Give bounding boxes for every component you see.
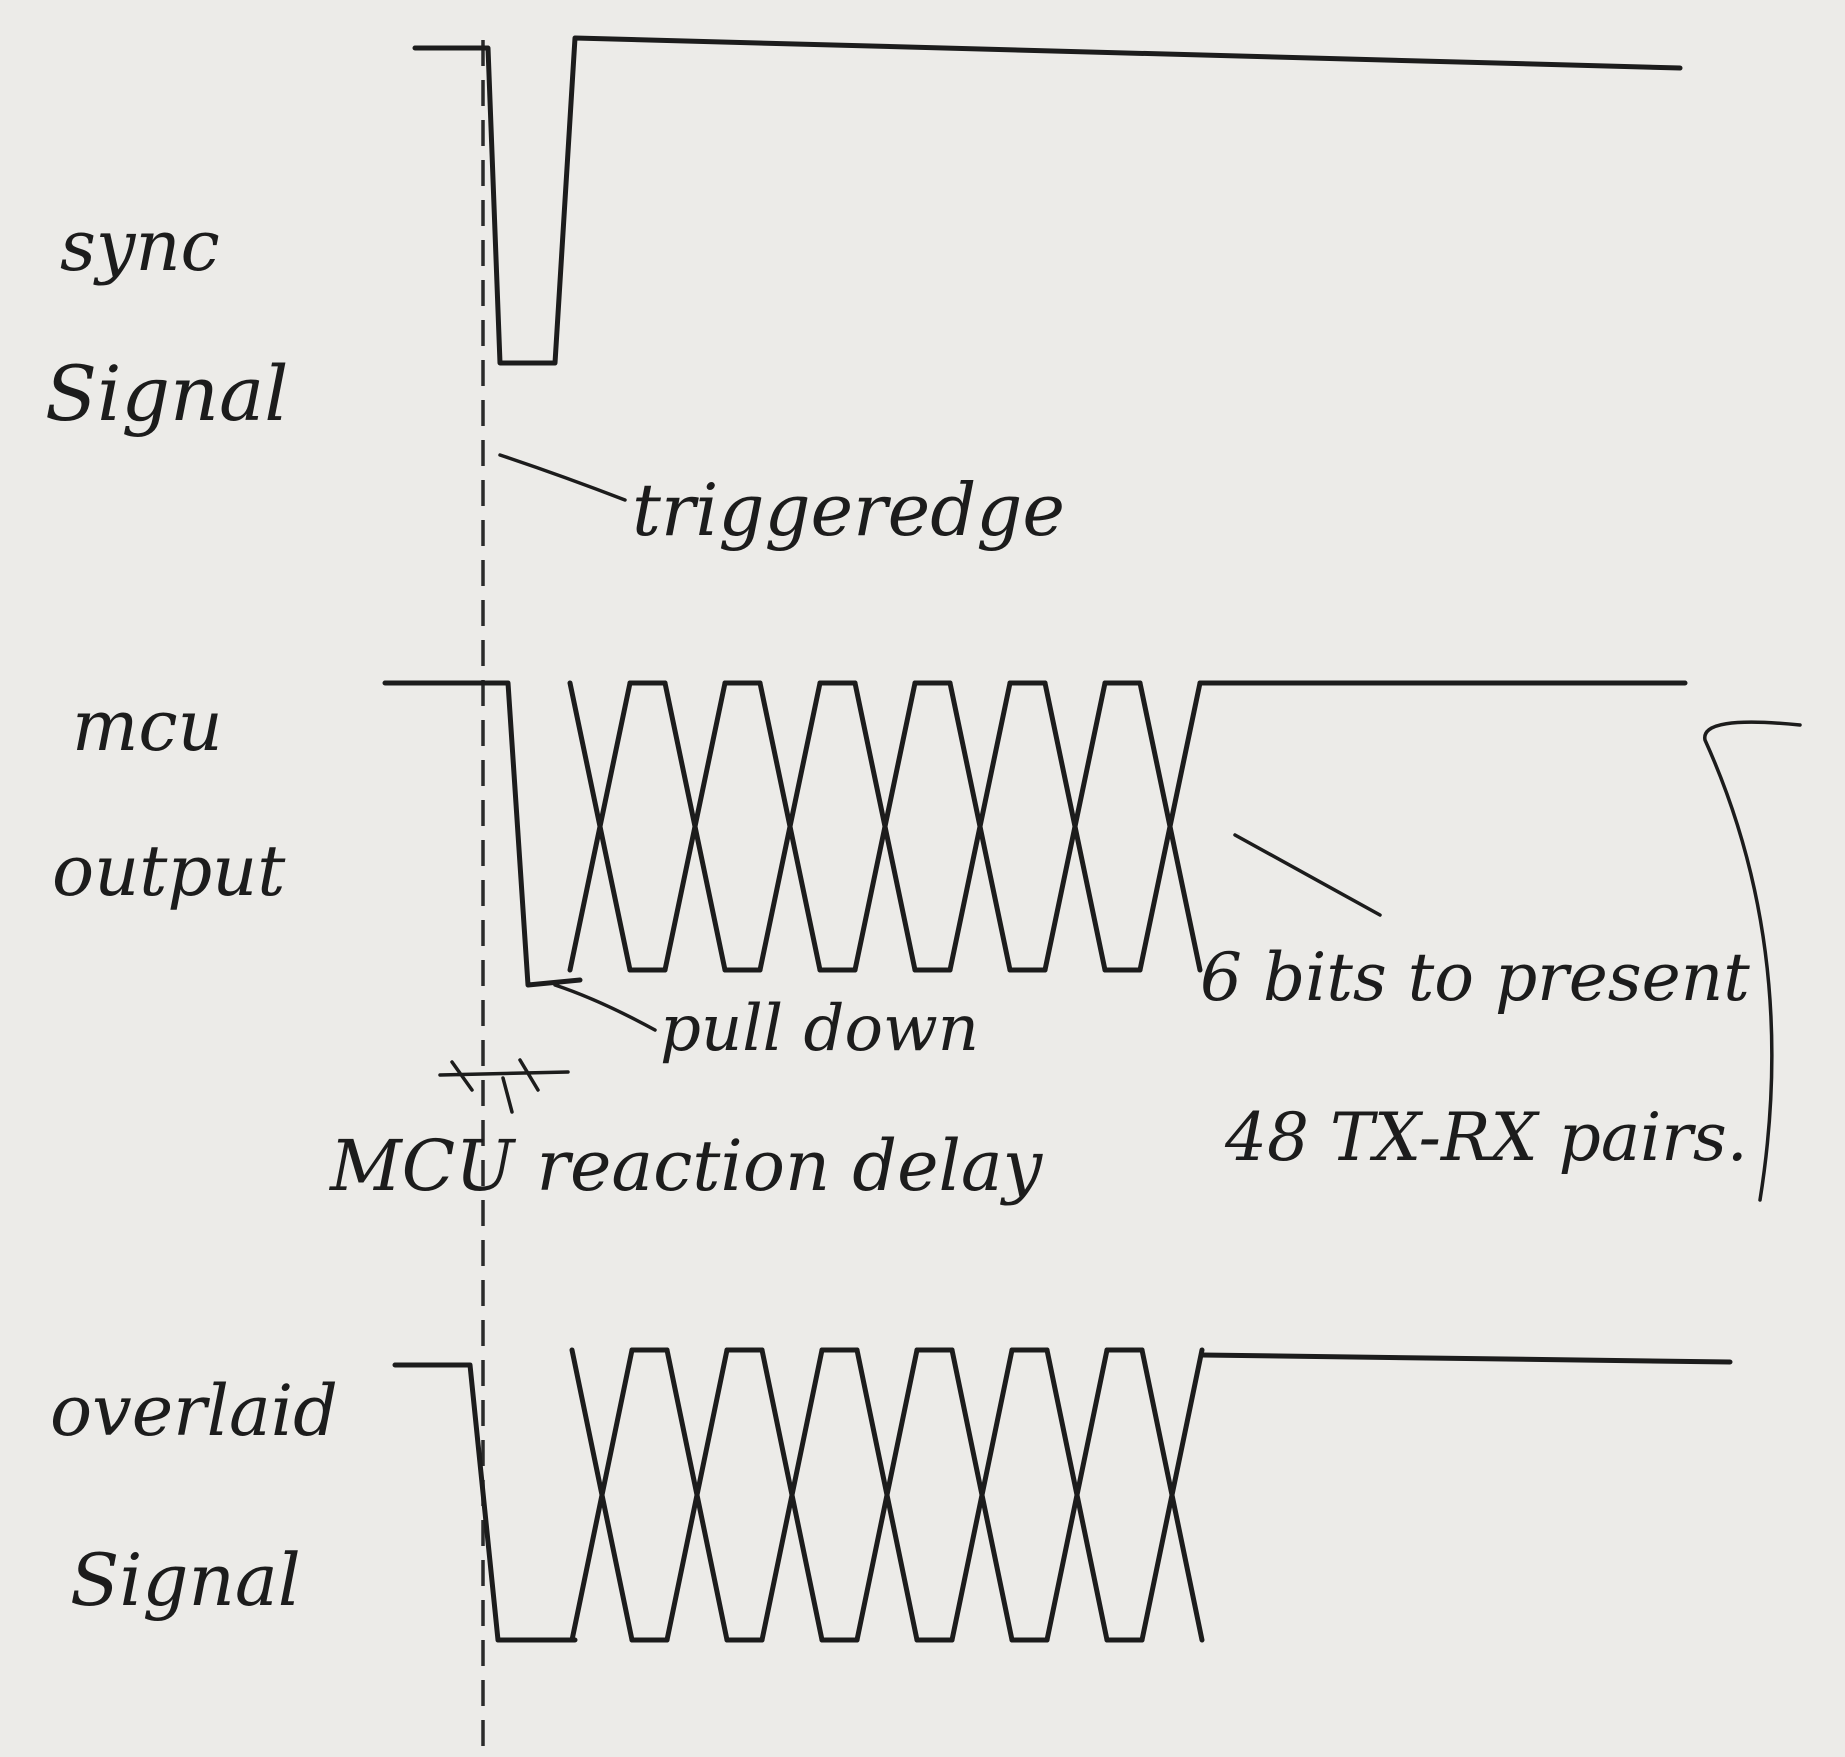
overlaid-signal-transition (854, 1347, 920, 1643)
mcu-label-line1: mcu (72, 685, 223, 767)
mcu-output-transition (947, 680, 1013, 973)
sync-signal-waveform (412, 35, 1683, 366)
mcu-pulldown-edge (382, 680, 583, 988)
mcu-output-transition (567, 680, 633, 973)
mcu-output-bit (817, 680, 858, 973)
pull-down-pointer (553, 983, 657, 1032)
overlaid-label-line2: Signal (70, 1538, 301, 1622)
sync-label-line1: sync (60, 205, 220, 287)
overlaid-signal-bit (819, 1347, 860, 1643)
overlaid-signal-bit (1009, 1347, 1050, 1643)
overlaid-signal-transition (664, 1347, 730, 1643)
overlaid-signal-transition (1139, 1347, 1205, 1643)
mcu-output-bit (912, 680, 953, 973)
reaction-delay-arrow (438, 1058, 570, 1114)
mcu-output-bit (722, 680, 763, 973)
overlaid-signal-bit (629, 1347, 670, 1643)
overlaid-pulldown-edge (392, 1362, 578, 1643)
mcu-output-transition (1042, 680, 1108, 973)
reaction-delay-label: MCU reaction delay (328, 1125, 1044, 1207)
overlaid-idle-high (1199, 1352, 1733, 1365)
bits-label-line2: 48 TX-RX pairs. (1224, 1099, 1748, 1176)
bits-pointer (1233, 833, 1382, 917)
overlaid-signal-waveform (392, 1347, 1733, 1643)
overlaid-signal-transition (1044, 1347, 1110, 1643)
mcu-output-waveform (382, 680, 1688, 988)
sync-label-line2: Signal (45, 349, 289, 438)
mcu-label-line2: output (52, 830, 286, 912)
trigger-edge-label: triggeredge (632, 468, 1065, 552)
mcu-output-transition (662, 680, 728, 973)
overlaid-signal-bit (914, 1347, 955, 1643)
pull-down-label: pull down (660, 992, 979, 1066)
overlaid-signal-bit (724, 1347, 765, 1643)
margin-curve-mark (1703, 720, 1802, 1202)
trigger-edge-pointer (498, 453, 627, 502)
mcu-output-bit (1102, 680, 1143, 973)
mcu-output-bit (627, 680, 668, 973)
overlaid-signal-transition (949, 1347, 1015, 1643)
mcu-output-transition (1137, 680, 1203, 973)
overlaid-signal-transition (759, 1347, 825, 1643)
overlaid-signal-bit (1104, 1347, 1145, 1643)
bits-label-line1: 6 bits to present (1200, 939, 1750, 1016)
overlaid-signal-transition (569, 1347, 635, 1643)
mcu-output-transition (757, 680, 823, 973)
mcu-output-transition (852, 680, 918, 973)
overlaid-label-line1: overlaid (50, 1370, 338, 1452)
mcu-output-bit (1007, 680, 1048, 973)
